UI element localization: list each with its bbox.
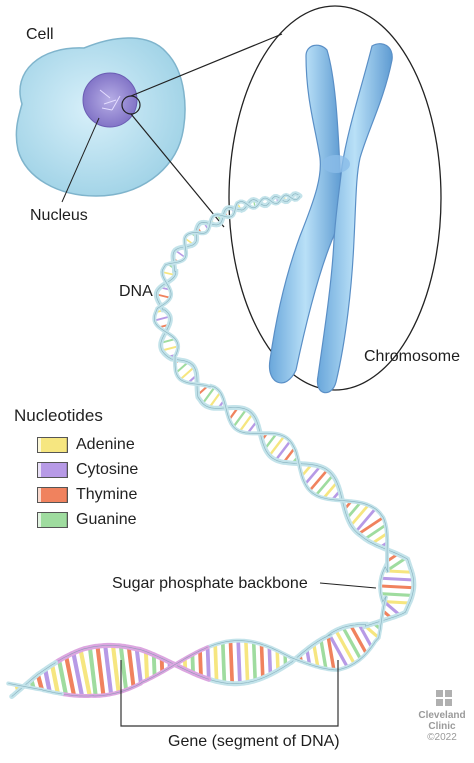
base-pair	[314, 644, 318, 667]
gene-label: Gene (segment of DNA)	[168, 734, 340, 750]
base-pair	[262, 644, 263, 678]
dna-label: DNA	[119, 284, 153, 300]
cell-illustration	[16, 34, 282, 227]
base-pair	[129, 647, 134, 687]
cleveland-clinic-logo: Cleveland Clinic ©2022	[416, 694, 468, 744]
base-pair	[90, 648, 96, 696]
logo-line-1: Cleveland	[416, 710, 468, 721]
chromosome-illustration	[269, 44, 392, 393]
legend-title: Nucleotides	[14, 406, 138, 426]
base-pair	[146, 652, 147, 681]
backbone-pointer-line	[320, 583, 376, 588]
guanine-swatch	[37, 512, 68, 528]
base-pair	[208, 647, 209, 679]
base-pair	[98, 646, 104, 695]
base-pair	[113, 646, 119, 693]
base-pair	[269, 647, 270, 674]
base-pair	[154, 655, 155, 676]
nucleus-label: Nucleus	[30, 208, 88, 224]
base-pair	[215, 645, 216, 682]
base-pair	[105, 646, 111, 695]
cell-nucleus	[83, 73, 137, 127]
base-pair	[351, 626, 367, 654]
logo-line-2: Clinic	[416, 721, 468, 732]
legend-label-cytosine: Cytosine	[76, 461, 138, 479]
legend-label-thymine: Thymine	[76, 486, 137, 504]
base-pair	[200, 651, 201, 677]
base-pair	[59, 660, 66, 694]
backbone-label: Sugar phosphate backbone	[112, 576, 308, 592]
base-pair	[52, 665, 58, 693]
legend-item-adenine: Adenine	[14, 432, 138, 457]
base-pair	[336, 631, 354, 664]
legend-item-cytosine: Cytosine	[14, 457, 138, 482]
legend-item-guanine: Guanine	[14, 507, 138, 532]
base-pair	[45, 669, 49, 691]
cell-label: Cell	[26, 27, 54, 43]
thymine-swatch	[37, 487, 68, 503]
legend-item-thymine: Thymine	[14, 482, 138, 507]
base-pair	[254, 642, 256, 680]
base-pair	[223, 642, 225, 683]
base-pair	[180, 367, 194, 379]
base-pair	[380, 586, 414, 588]
base-pair	[238, 641, 240, 684]
legend-label-guanine: Guanine	[76, 511, 137, 529]
base-pair	[246, 641, 248, 683]
base-pair	[210, 392, 221, 407]
adenine-swatch	[37, 437, 68, 453]
base-pair	[231, 641, 233, 684]
base-pair	[321, 640, 326, 669]
base-pair	[66, 657, 74, 696]
chromosome-label: Chromosome	[364, 349, 460, 365]
nucleotides-legend: Nucleotides Adenine Cytosine Thymine Gua…	[14, 406, 138, 532]
base-pair	[137, 649, 141, 684]
base-pair	[381, 594, 412, 596]
legend-label-adenine: Adenine	[76, 436, 135, 454]
logo-year: ©2022	[416, 732, 468, 744]
base-pair	[277, 651, 278, 671]
cytosine-swatch	[37, 462, 68, 478]
base-pair	[343, 628, 360, 659]
base-pair	[310, 470, 328, 491]
base-pair	[381, 578, 414, 580]
base-pair	[351, 505, 368, 525]
